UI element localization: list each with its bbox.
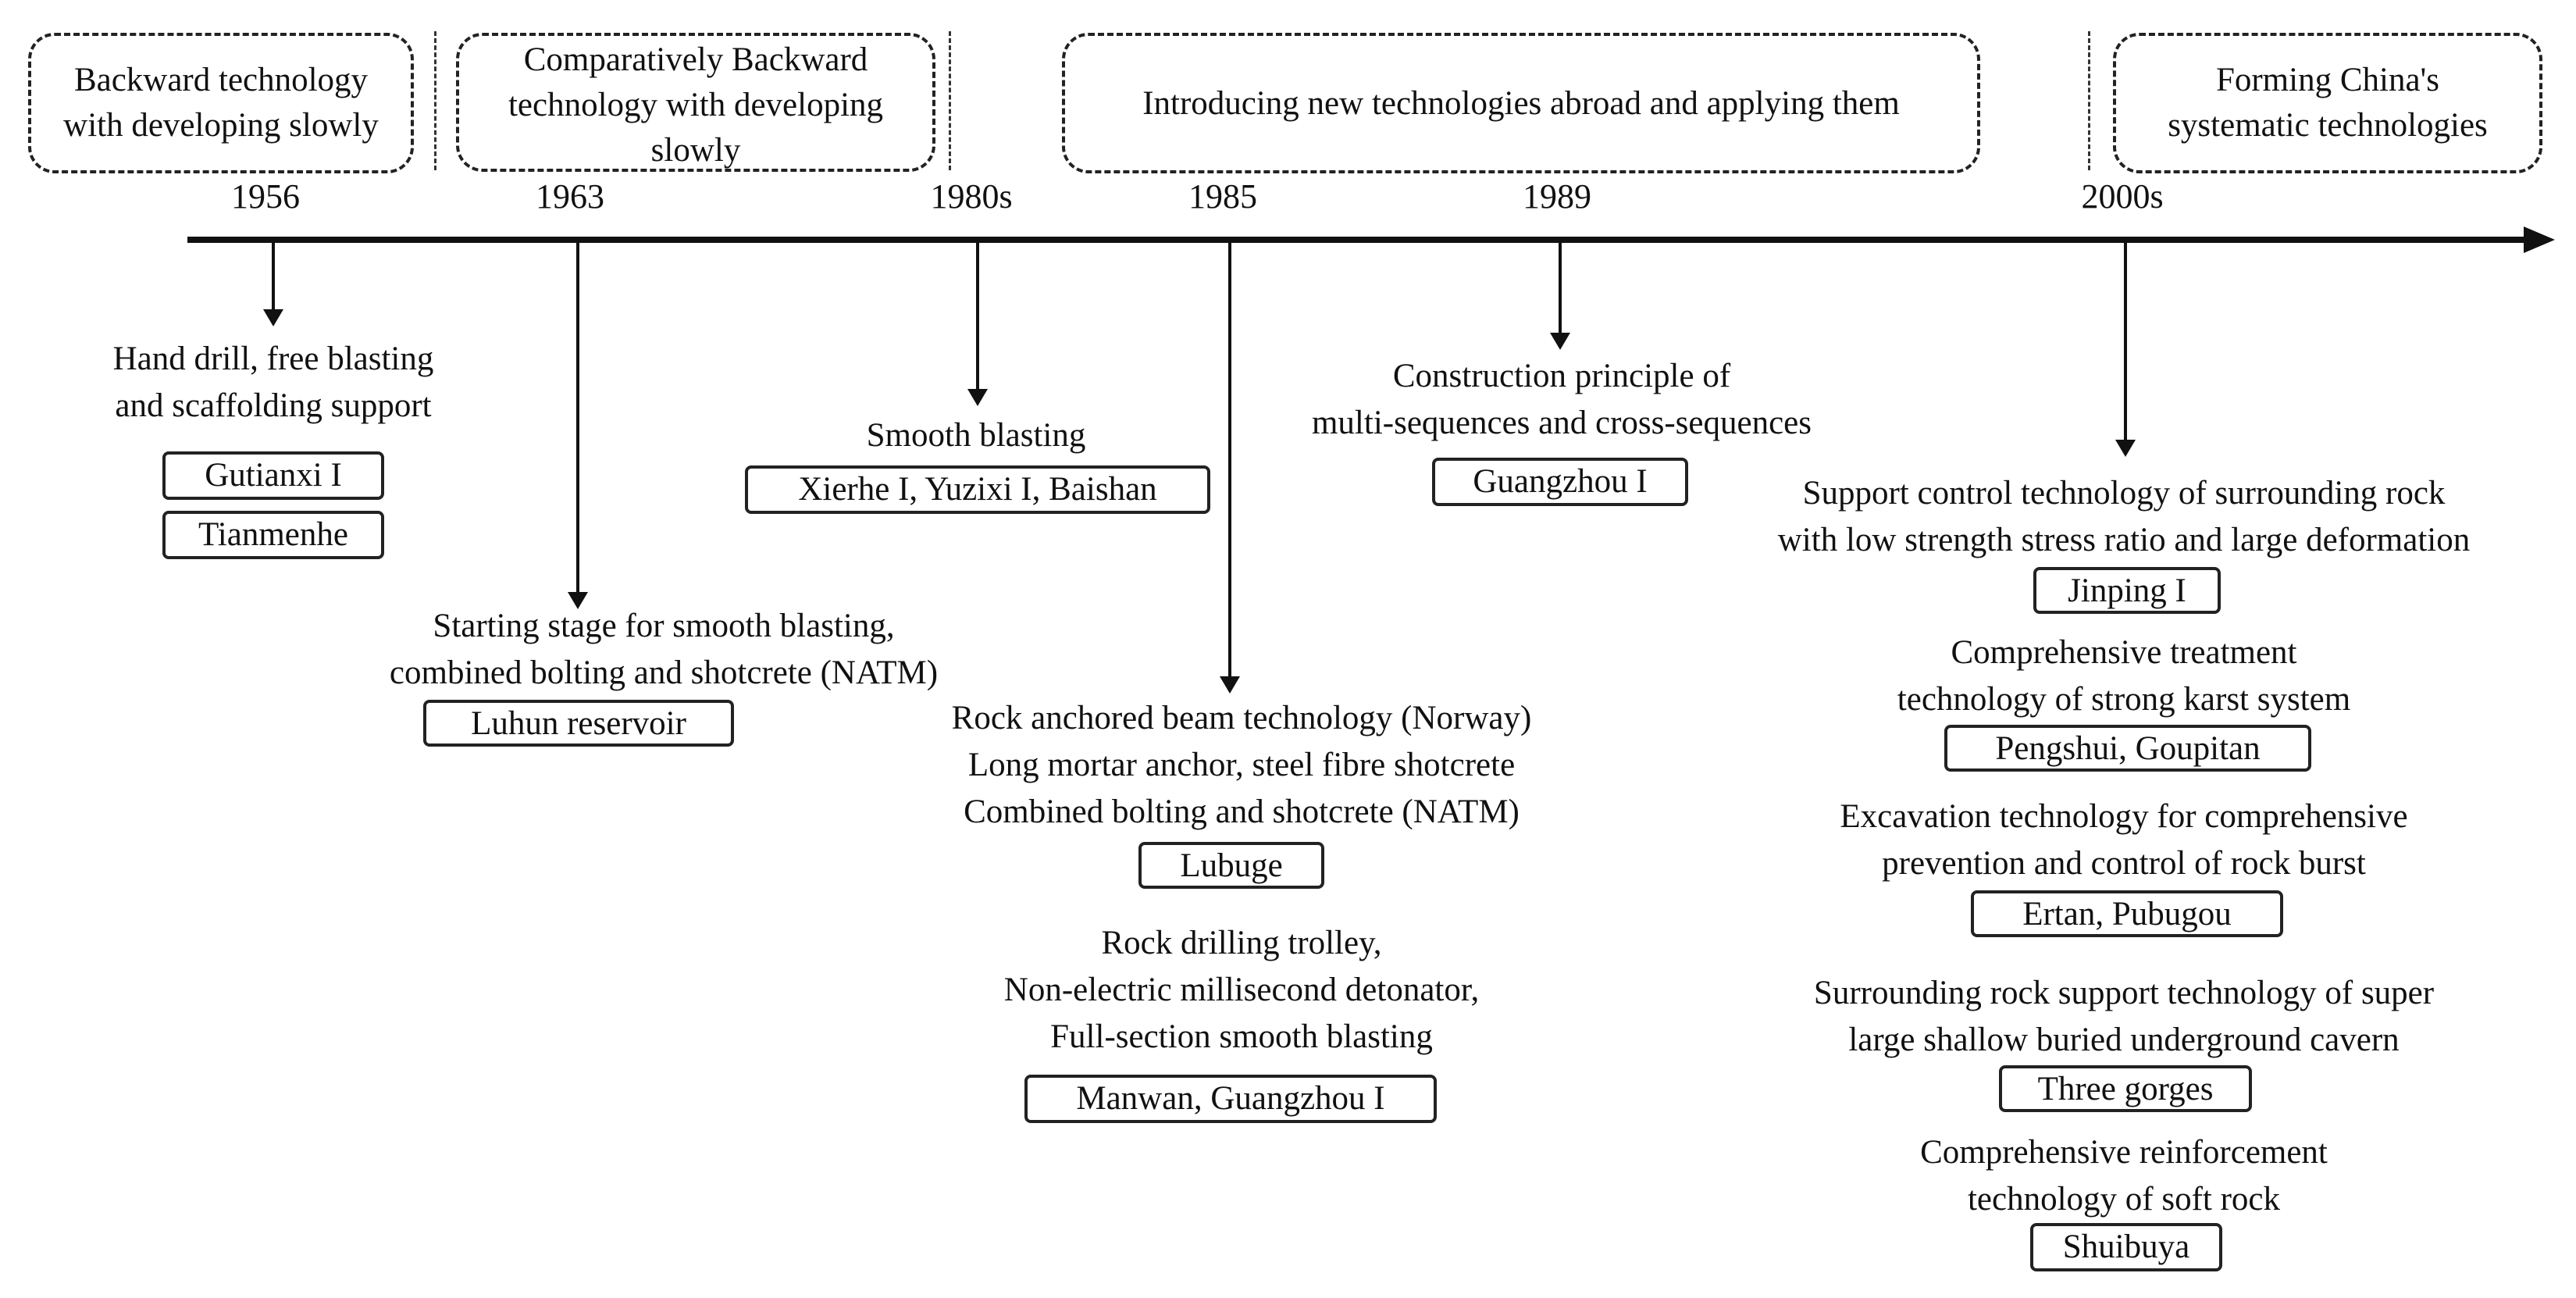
arrow-1980s — [967, 242, 988, 406]
text-line: Hand drill, free blasting — [112, 341, 434, 377]
text-line: Support control technology of surroundin… — [1802, 475, 2446, 512]
text-line: Rock anchored beam technology (Norway) — [951, 700, 1532, 736]
arrow-1956 — [263, 242, 283, 326]
stage-separator — [434, 31, 436, 170]
project-box: Tianmenhe — [162, 511, 384, 559]
project-box: Three gorges — [1999, 1065, 2252, 1112]
arrow-1985 — [1220, 242, 1240, 694]
text-line: Construction principle of — [1392, 358, 1731, 394]
stage-line: Forming China's — [2215, 62, 2440, 98]
timeline-arrowhead — [2524, 226, 2555, 253]
text-line: with low strength stress ratio and large… — [1777, 522, 2471, 558]
item-1956-text: Hand drill, free blasting and scaffoldin… — [31, 336, 515, 430]
stage-line: technology with developing — [508, 87, 884, 123]
text-line: prevention and control of rock burst — [1882, 845, 2366, 882]
timeline-axis — [187, 237, 2530, 243]
stage-separator — [949, 31, 951, 170]
text-line: combined bolting and shotcrete (NATM) — [389, 654, 939, 691]
text-line: Full-section smooth blasting — [1050, 1018, 1433, 1055]
stage-line: Comparatively Backward — [523, 41, 868, 78]
arrow-1989 — [1550, 242, 1570, 350]
stage-line: with developing slowly — [63, 107, 379, 144]
arrow-1963 — [568, 242, 588, 609]
project-box: Shuibuya — [2030, 1223, 2222, 1271]
text-line: Surrounding rock support technology of s… — [1813, 975, 2435, 1011]
item-1963-text: Starting stage for smooth blasting, comb… — [265, 603, 1062, 697]
year-label: 1956 — [231, 177, 300, 216]
project-box: Ertan, Pubugou — [1971, 890, 2283, 937]
item-1985-text: Rock anchored beam technology (Norway) L… — [851, 695, 1632, 836]
item-1980s-text: Smooth blasting — [781, 412, 1171, 459]
project-box: Lubuge — [1138, 842, 1324, 889]
year-label: 1985 — [1188, 177, 1257, 216]
project-box: Manwan, Guangzhou I — [1024, 1075, 1437, 1123]
year-label: 1989 — [1523, 177, 1591, 216]
project-box: Guangzhou I — [1432, 458, 1688, 506]
item-2000s-cavern-text: Surrounding rock support technology of s… — [1718, 970, 2530, 1064]
text-line: Combined bolting and shotcrete (NATM) — [964, 793, 1520, 830]
item-1989-text: Construction principle of multi-sequence… — [1234, 353, 1890, 447]
text-line: Comprehensive treatment — [1951, 634, 2297, 671]
project-box: Jinping I — [2033, 567, 2221, 614]
stage-line: systematic technologies — [2168, 107, 2488, 144]
stage-separator — [2088, 31, 2090, 170]
project-box: Gutianxi I — [162, 451, 384, 500]
year-label: 2000s — [2081, 177, 2164, 216]
stage-introducing: Introducing new technologies abroad and … — [1062, 33, 1980, 173]
text-line: Smooth blasting — [866, 417, 1086, 454]
stage-line: slowly — [650, 132, 741, 169]
project-box: Pengshui, Goupitan — [1944, 725, 2311, 772]
text-line: technology of soft rock — [1967, 1181, 2281, 1218]
item-2000s-rockburst-text: Excavation technology for comprehensive … — [1733, 793, 2514, 887]
item-2000s-karst-text: Comprehensive treatment technology of st… — [1733, 629, 2514, 723]
arrow-2000s — [2115, 242, 2136, 457]
year-label: 1980s — [930, 177, 1013, 216]
item-1985-equipment-text: Rock drilling trolley, Non-electric mill… — [875, 920, 1609, 1061]
text-line: technology of strong karst system — [1897, 681, 2351, 718]
text-line: Excavation technology for comprehensive — [1840, 798, 2408, 835]
text-line: Comprehensive reinforcement — [1920, 1134, 2328, 1171]
text-line: multi-sequences and cross-sequences — [1311, 405, 1812, 441]
text-line: Rock drilling trolley, — [1101, 925, 1382, 961]
text-line: Starting stage for smooth blasting, — [433, 608, 895, 644]
year-label: 1963 — [536, 177, 604, 216]
project-box: Xierhe I, Yuzixi I, Baishan — [745, 465, 1210, 514]
item-2000s-softrock-text: Comprehensive reinforcement technology o… — [1812, 1129, 2436, 1223]
text-line: large shallow buried underground cavern — [1848, 1022, 2400, 1058]
stage-line: Introducing new technologies abroad and … — [1142, 85, 1900, 122]
project-box: Luhun reservoir — [423, 700, 734, 747]
text-line: Long mortar anchor, steel fibre shotcret… — [967, 747, 1516, 783]
item-2000s-support-text: Support control technology of surroundin… — [1702, 470, 2546, 564]
stage-line: Backward technology — [73, 62, 369, 98]
text-line: and scaffolding support — [115, 387, 432, 424]
stage-backward: Backward technology with developing slow… — [28, 33, 414, 173]
text-line: Non-electric millisecond detonator, — [1003, 972, 1480, 1008]
stage-forming-china: Forming China's systematic technologies — [2113, 33, 2542, 173]
stage-comparatively-backward: Comparatively Backward technology with d… — [456, 33, 935, 172]
